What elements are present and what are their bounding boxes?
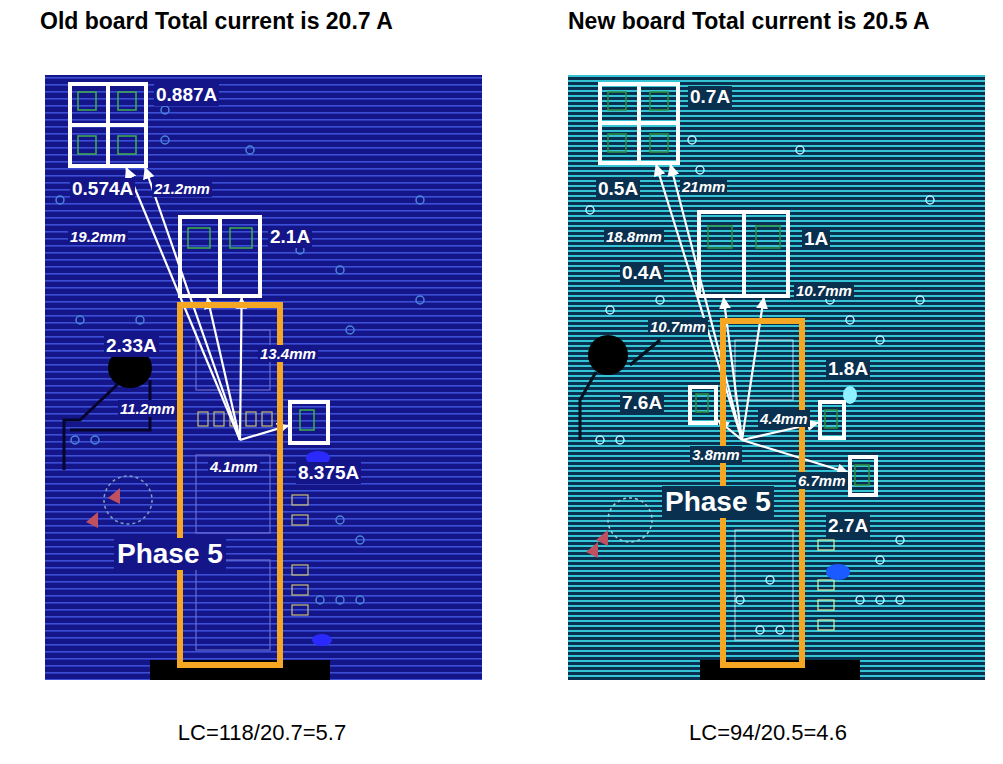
current-value: 7.6A (620, 392, 664, 414)
box-divider (742, 210, 746, 298)
current-path-arrow (240, 298, 242, 440)
phase-region: Phase 5 (720, 318, 805, 668)
current-path-arrow (742, 440, 848, 473)
loop-calculation: LC=118/20.7=5.7 (178, 720, 346, 746)
current-value: 8.375A (296, 462, 361, 484)
phase-name: Phase 5 (114, 538, 226, 570)
box-divider (68, 123, 148, 127)
current-value: 0.887A (154, 84, 219, 106)
current-value: 0.5A (596, 178, 640, 200)
distance-label: 19.2mm (68, 228, 128, 245)
diode-symbol (586, 530, 608, 558)
via-pad (608, 92, 869, 485)
via-box: 1.8A (818, 400, 846, 440)
current-value: 2.1A (268, 226, 312, 248)
pad-outline (818, 540, 834, 630)
current-value: 0.4A (620, 262, 664, 284)
via-box: 8.375A (288, 400, 330, 445)
copper-pad (826, 564, 850, 580)
board-ground (45, 75, 482, 680)
via (586, 136, 934, 634)
distance-label: 18.8mm (604, 228, 664, 245)
panel-heading: New board Total current is 20.5 A (568, 8, 998, 35)
loop-calculation: LC=94/20.5=4.6 (689, 720, 847, 746)
new-board (568, 75, 985, 680)
phase-name: Phase 5 (662, 486, 774, 518)
board-ground (568, 75, 985, 680)
current-value: 2.7A (826, 515, 870, 537)
component-outline (104, 476, 152, 524)
box-divider (218, 215, 222, 298)
via-box: 1A0.4A (697, 210, 790, 298)
current-value: 1A (802, 228, 830, 250)
distance-label: 13.4mm (258, 345, 318, 362)
current-path-arrow (208, 298, 240, 440)
panel-heading: Old board Total current is 20.7 A (40, 8, 393, 35)
via-box: 7.6A (688, 385, 718, 425)
current-value: 1.8A (826, 358, 870, 380)
trace (580, 340, 660, 440)
distance-label: 4.1mm (208, 458, 260, 475)
via (56, 106, 424, 604)
via-box: 0.887A0.574A (68, 82, 148, 168)
box-divider (598, 121, 680, 125)
component-outline (608, 498, 652, 542)
component-outline (196, 330, 270, 650)
current-path-arrow (671, 165, 742, 440)
distance-label: 4.4mm (758, 410, 810, 427)
via-box: 0.7A0.5A (598, 82, 680, 165)
trace (64, 380, 150, 470)
distance-label: 6.7mm (796, 472, 848, 489)
old-board (45, 75, 482, 680)
via-box: 2.7A (848, 455, 878, 497)
copper-pad (312, 634, 332, 646)
distance-label: 10.7mm (648, 318, 708, 335)
current-path-arrow (656, 165, 742, 440)
current-value: 0.574A (70, 178, 135, 200)
distance-label: 21mm (680, 178, 727, 195)
distance-label: 3.8mm (690, 446, 742, 463)
via-box: 2.1A (178, 215, 262, 298)
current-value: 2.33A (104, 335, 159, 357)
current-value: 0.7A (688, 86, 732, 108)
distance-label: 11.2mm (118, 400, 177, 417)
distance-label: 10.7mm (794, 282, 854, 299)
diode-symbol (86, 488, 120, 528)
distance-label: 21.2mm (152, 180, 212, 197)
copper-pad (588, 335, 628, 375)
